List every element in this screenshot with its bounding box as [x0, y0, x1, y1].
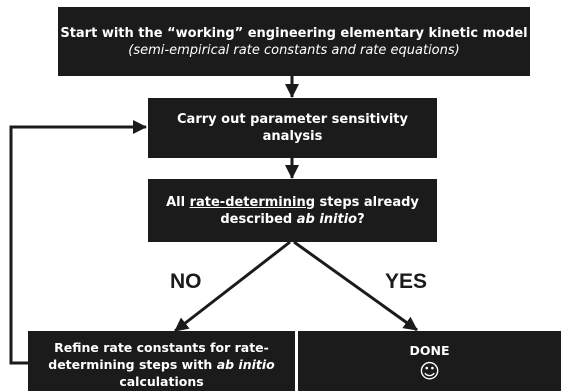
smiley-icon: ☺ — [419, 359, 440, 383]
done-box: DONE ☺ — [298, 331, 561, 391]
decision-line1: All rate-determining steps already — [166, 194, 419, 211]
arrow-feedback-loop — [9, 120, 147, 365]
decision-suffix: ? — [357, 211, 365, 227]
refine-line2: determining steps with ab initio — [48, 356, 275, 373]
start-box: Start with the “working” engineering ele… — [58, 7, 530, 76]
refine-line1: Refine rate constants for rate- — [54, 339, 269, 355]
decision-prefix: All — [166, 194, 190, 210]
start-subtitle: (semi-empirical rate constants and rate … — [128, 42, 460, 58]
yes-branch-label: YES — [385, 270, 428, 293]
arrow-yes-branch — [293, 240, 418, 332]
decision-underlined: rate-determining — [189, 194, 316, 210]
sensitivity-label: Carry out parameter sensitivity analysis — [177, 112, 408, 144]
done-label: DONE — [409, 343, 450, 358]
no-branch-label: NO — [170, 270, 202, 293]
refine-box: Refine rate constants for rate- determin… — [28, 331, 295, 391]
refine-line3: calculations — [119, 373, 204, 389]
decision-line2: described ab initio? — [220, 211, 364, 228]
sensitivity-box: Carry out parameter sensitivity analysis — [148, 98, 437, 158]
decision-box: All rate-determining steps already descr… — [148, 179, 437, 242]
refine-line2-text: determining steps with — [48, 356, 217, 372]
start-title: Start with the “working” engineering ele… — [60, 25, 528, 41]
decision-italic: ab initio — [296, 211, 358, 227]
refine-italic: ab initio — [216, 356, 275, 372]
decision-middle: steps already — [315, 194, 419, 210]
arrow-no-branch — [174, 240, 291, 333]
decision-line2-text: described — [220, 211, 297, 227]
